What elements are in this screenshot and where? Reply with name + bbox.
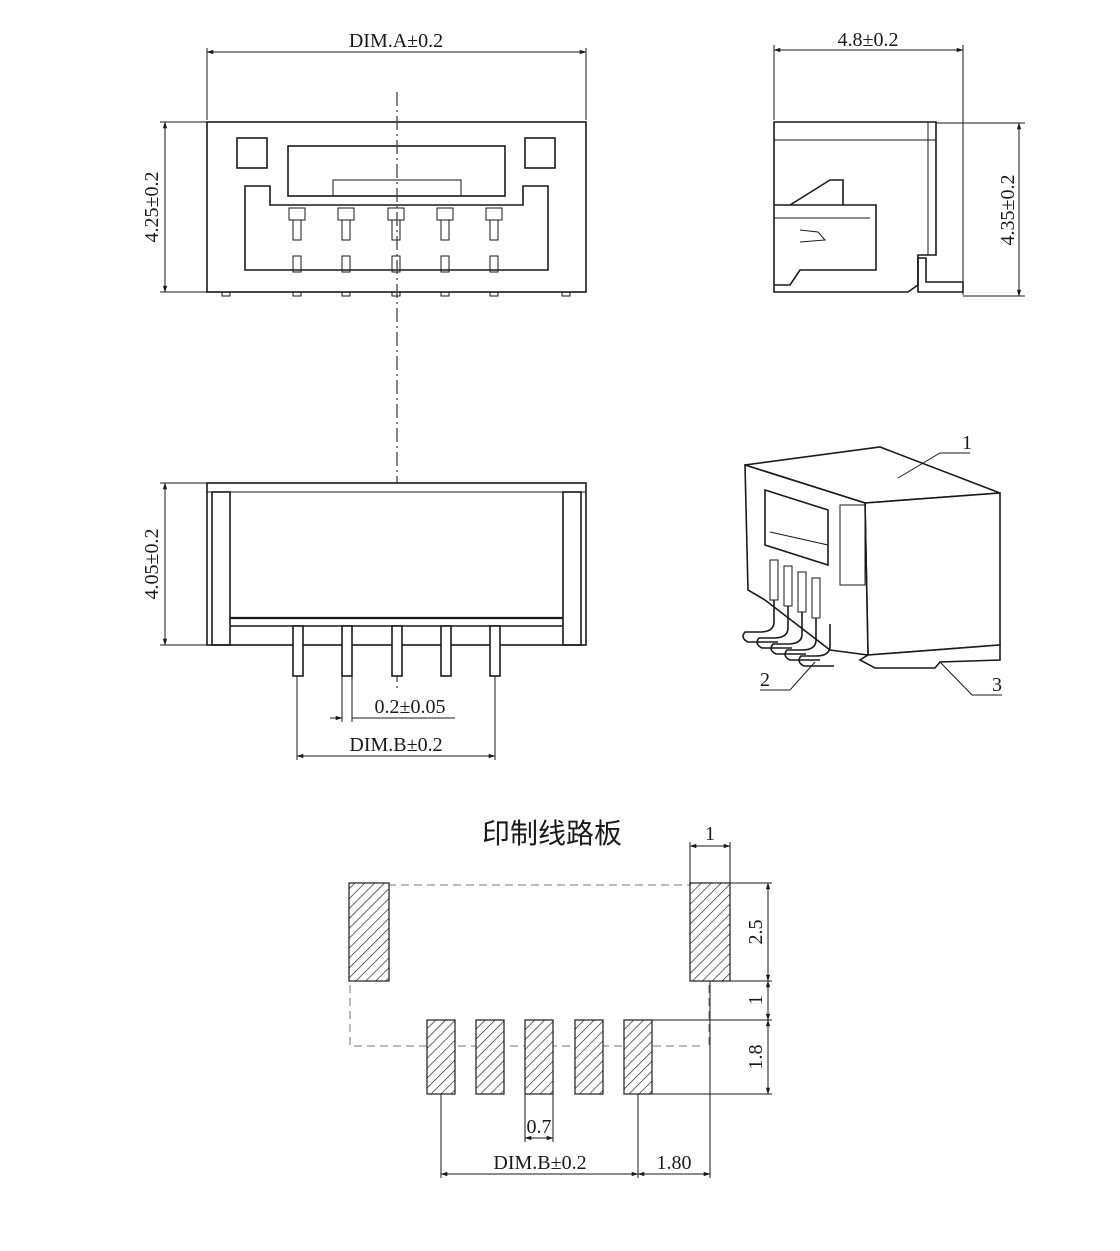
side-height-dim-label: 4.35±0.2 [997, 175, 1019, 246]
bottom-pitch-dim-label: DIM.B±0.2 [349, 734, 442, 756]
callout-2: 2 [760, 669, 770, 691]
pcb-offset-dim-label: 1.80 [657, 1152, 692, 1174]
front-cavity [244, 185, 549, 271]
pcb-signal-width-dim-label: 0.7 [527, 1116, 552, 1138]
callout-3: 3 [992, 674, 1002, 696]
side-view: 4.8±0.2 4.35±0.2 [773, 29, 1025, 297]
bottom-height-dim-label: 4.05±0.2 [141, 529, 163, 600]
pcb-mount-pad-right [689, 882, 731, 982]
callout-1: 1 [962, 432, 972, 454]
front-boss-right [524, 137, 556, 169]
pcb-signal-height-dim-label: 1.8 [745, 1045, 767, 1070]
pcb-pad-height-dim-label: 2.5 [745, 920, 767, 945]
pcb-pad-width-dim-label: 1 [705, 823, 715, 845]
pcb-pitch-dim-label: DIM.B±0.2 [493, 1152, 586, 1174]
side-ground-tab [917, 257, 964, 293]
isometric-view: 1 2 3 [742, 432, 1002, 696]
front-width-dim-label: DIM.A±0.2 [349, 30, 443, 52]
side-depth-dim-label: 4.8±0.2 [838, 29, 899, 51]
pcb-title: 印制线路板 [482, 817, 622, 850]
bottom-pins [292, 625, 501, 677]
bottom-housing [206, 482, 587, 646]
front-height-dim-label: 4.25±0.2 [141, 172, 163, 243]
front-view: DIM.A±0.2 4.25±0.2 [141, 30, 587, 297]
bottom-pin-width-dim-label: 0.2±0.05 [375, 696, 446, 718]
pcb-signal-pads [426, 1019, 653, 1095]
side-housing [773, 121, 937, 293]
pcb-gap-dim-label: 1 [745, 995, 767, 1005]
front-contacts [288, 207, 503, 273]
pcb-mount-pad-left [348, 882, 390, 982]
pcb-layout: 印制线路板 1 2.5 1 1.8 [348, 817, 772, 1178]
bottom-view: 4.05±0.2 0.2±0.05 DIM.B±0.2 [141, 482, 587, 760]
front-boss-left [236, 137, 268, 169]
